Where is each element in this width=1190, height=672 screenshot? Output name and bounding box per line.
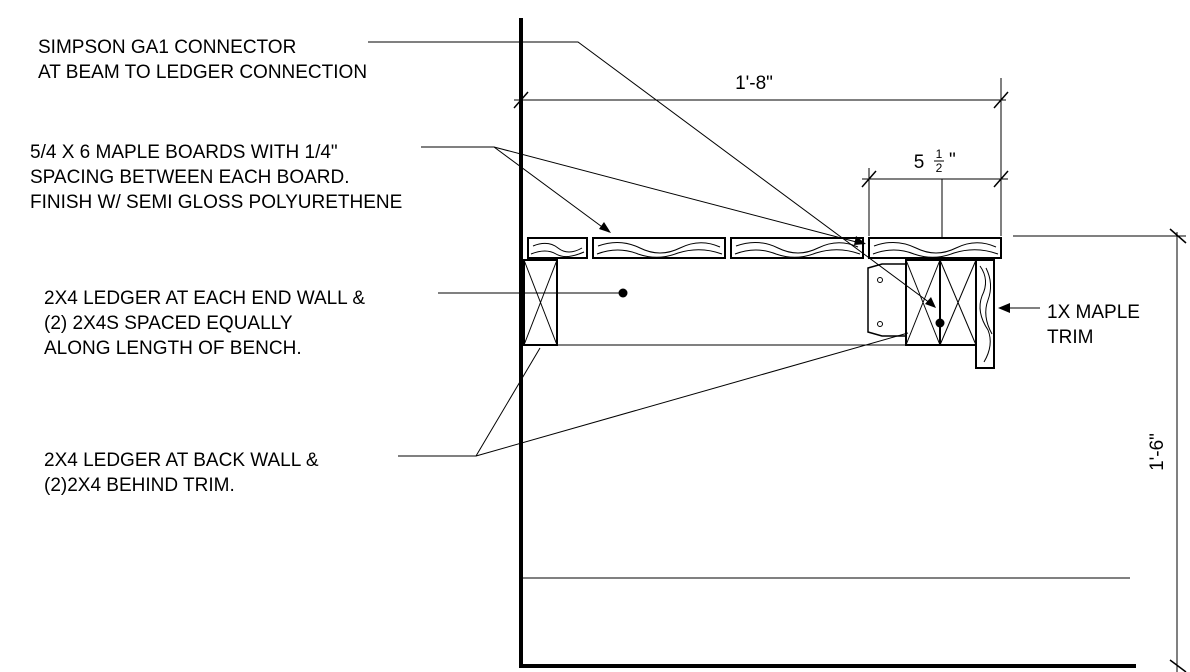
board-width-inch: " [949, 150, 956, 171]
note-end-ledger-line-1: 2X4 LEDGER AT EACH END WALL & [44, 288, 365, 309]
seat-board-4 [868, 237, 1002, 259]
boards-leader-arrow [599, 222, 611, 233]
connector-leader [368, 41, 935, 307]
ga1-connector [867, 263, 907, 337]
boards-leader-2 [493, 146, 865, 245]
front-2x4-pair [905, 259, 977, 346]
note-boards-line-1: 5/4 X 6 MAPLE BOARDS WITH 1/4" [30, 142, 338, 163]
boards-leader-2-arrow [854, 236, 866, 245]
height-dim-tick-top [1169, 228, 1187, 244]
overall-dim-tick-left [513, 91, 529, 109]
note-back-ledger-line-1: 2X4 LEDGER AT BACK WALL & [44, 450, 319, 471]
leader-dot-back-ledger [935, 318, 945, 328]
board-dim-tick-right [993, 170, 1009, 188]
end-wall-ledger [523, 259, 558, 346]
board-width-den: 2 [936, 161, 943, 175]
note-back-ledger-line-2: (2)2X4 BEHIND TRIM. [44, 475, 235, 496]
back-ledger-leader [398, 347, 541, 457]
note-boards-line-2: SPACING BETWEEN EACH BOARD. [30, 167, 350, 188]
height-dim: 1'-6" [1147, 433, 1168, 471]
boards-leader [421, 146, 610, 233]
board-width-num: 1 [936, 147, 943, 161]
note-trim-line-2: TRIM [1047, 327, 1093, 348]
overall-width-dim: 1'-8" [735, 73, 773, 94]
note-connector-line-1: SIMPSON GA1 CONNECTOR [38, 37, 296, 58]
note-end-ledger-line-3: ALONG LENGTH OF BENCH. [44, 338, 302, 359]
note-connector-line-2: AT BEAM TO LEDGER CONNECTION [38, 62, 367, 83]
back-ledger-leader-2 [475, 332, 909, 457]
seat-board-1 [527, 237, 588, 259]
seat-board-2 [592, 237, 726, 259]
note-end-ledger-line-2: (2) 2X4S SPACED EQUALLY [44, 313, 293, 334]
note-boards-line-3: FINISH W/ SEMI GLOSS POLYURETHENE [30, 192, 402, 213]
note-trim-line-1: 1X MAPLE [1047, 302, 1140, 323]
connector-leader-arrow [925, 297, 936, 308]
trim-leader-arrow [998, 303, 1010, 313]
maple-trim [975, 259, 995, 369]
board-width-whole: 5 [914, 152, 925, 173]
seat-board-3 [730, 237, 864, 259]
height-dim-tick-bottom [1169, 659, 1187, 672]
